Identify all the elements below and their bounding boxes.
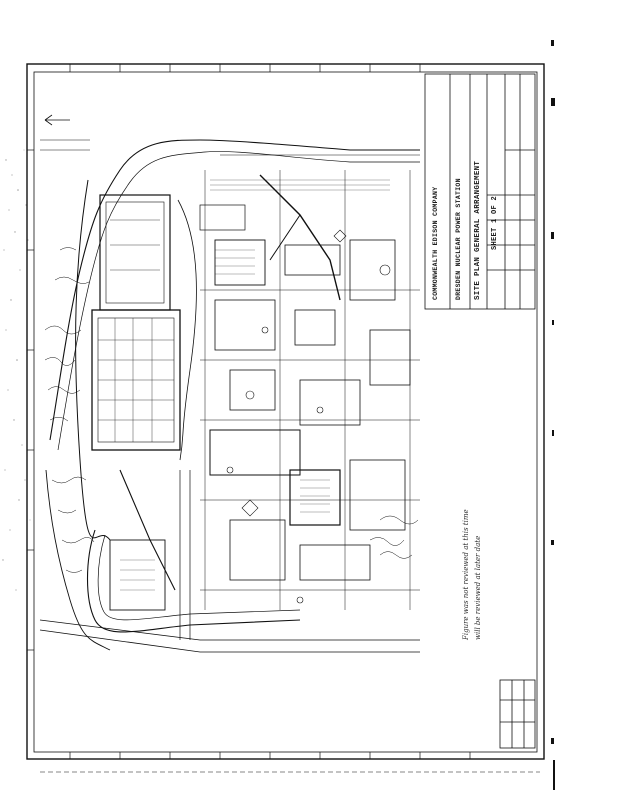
handwritten-note-2: will be reviewed at later date [474, 535, 482, 640]
revision-block [499, 679, 536, 749]
handwritten-note-1: Figure was not reviewed at this time [462, 509, 470, 640]
sheet-border [26, 63, 545, 760]
site-plan-drawing [39, 114, 420, 653]
margin-registration-marks [551, 40, 555, 790]
hatch-detail [120, 179, 390, 591]
title-sheet-number: SHEET 1 OF 2 [491, 195, 499, 250]
title-block [424, 73, 536, 310]
border-ticks [27, 64, 471, 759]
title-plant: DRESDEN NUCLEAR POWER STATION [455, 178, 462, 300]
title-company: COMMONWEALTH EDISON COMPANY [432, 186, 439, 300]
title-drawing-name: SITE PLAN GENERAL ARRANGEMENT [474, 160, 482, 300]
scan-speckle [2, 149, 31, 591]
